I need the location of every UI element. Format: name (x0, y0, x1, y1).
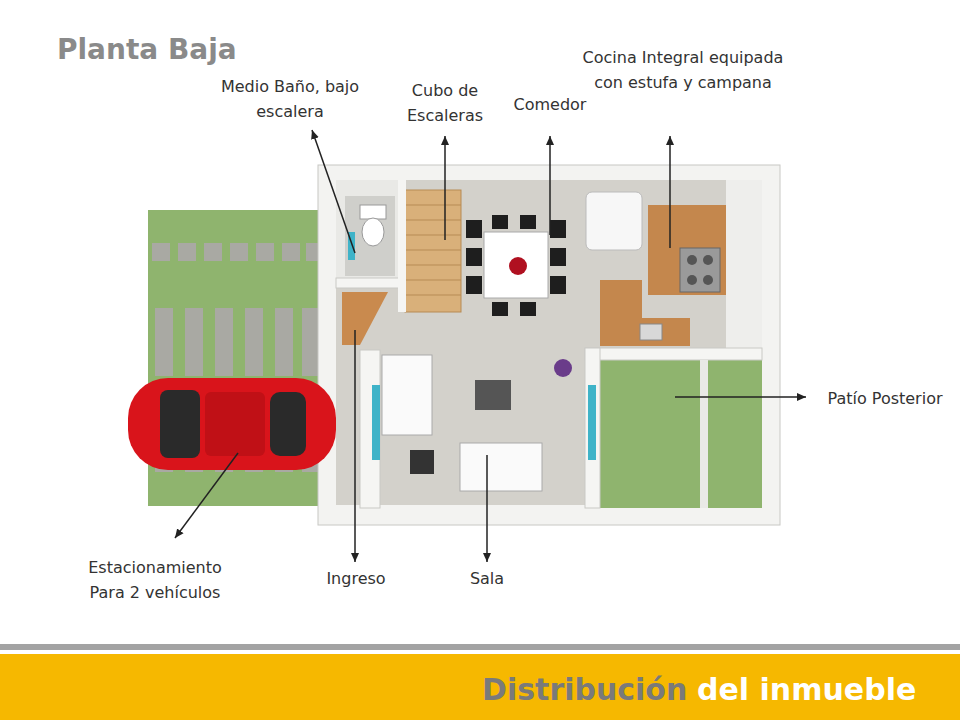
room-label: Ingreso (315, 566, 397, 591)
room-label: Patío Posterior (812, 386, 958, 411)
room-label: Cubo de Escaleras (385, 78, 505, 128)
room-label: Comedor (505, 92, 595, 117)
plan-title: Planta Baja (57, 33, 237, 66)
room-label: Sala (460, 566, 514, 591)
footer-heading: Distribución (482, 670, 687, 710)
room-label: Estacionamiento Para 2 vehículos (72, 555, 238, 605)
room-label: Cocina Integral equipada con estufa y ca… (580, 45, 786, 95)
room-label: Medio Baño, bajo escalera (205, 74, 375, 124)
footer-heading: del inmueble (697, 670, 916, 710)
